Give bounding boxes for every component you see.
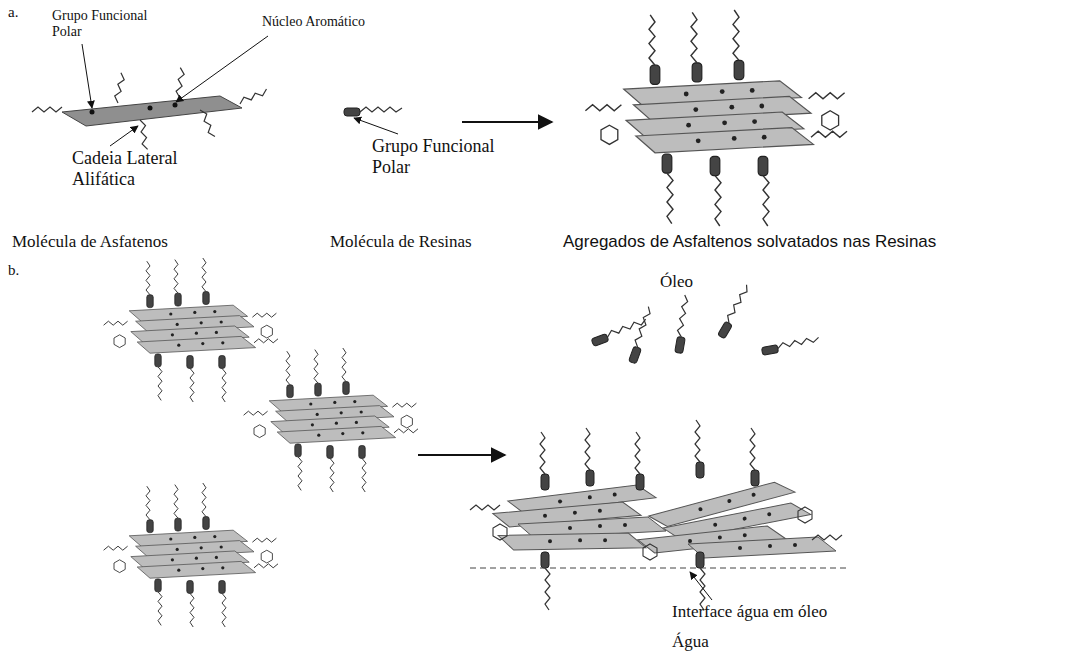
drawing-part xyxy=(148,106,153,111)
resin-molecule xyxy=(344,107,402,116)
drawing-part xyxy=(674,295,693,354)
drawing-part xyxy=(812,535,842,540)
drawing-part xyxy=(113,73,126,103)
drawing-part xyxy=(750,428,759,486)
drawing-part xyxy=(695,420,704,478)
region-label: Água xyxy=(672,632,772,652)
caption-label: Molécula de Resinas xyxy=(330,232,550,252)
interface-line xyxy=(470,568,850,569)
drawing-part xyxy=(798,507,812,523)
arrow xyxy=(462,121,552,123)
drawing-part xyxy=(498,528,647,554)
drawing-part xyxy=(591,318,649,346)
arrow xyxy=(418,454,505,456)
leader-line xyxy=(690,572,712,600)
leader-line xyxy=(176,36,268,102)
drawing-part xyxy=(175,68,185,98)
drawing-part xyxy=(688,537,836,558)
drawing-part xyxy=(62,96,242,126)
drawing-part xyxy=(717,284,754,339)
aggregate xyxy=(104,483,278,627)
drawing-part xyxy=(493,524,507,540)
callout-label: Cadeia Lateral Alifática xyxy=(72,148,222,189)
aggregate xyxy=(104,258,278,402)
aggregate xyxy=(244,348,418,492)
leader-line xyxy=(82,44,92,108)
callout-label: Grupo Funcional Polar xyxy=(52,8,162,40)
leader-line xyxy=(354,118,398,134)
drawing-part xyxy=(585,428,594,486)
callout-label: Núcleo Aromático xyxy=(262,14,442,30)
drawing-part xyxy=(173,103,178,108)
callout-label: Interface água em óleo xyxy=(672,602,932,622)
interface-film xyxy=(470,420,842,610)
drawing-part xyxy=(32,107,62,112)
drawing-part xyxy=(628,306,656,364)
drawing-part xyxy=(540,432,549,490)
callout-label: Grupo Funcional Polar xyxy=(372,136,512,177)
drawing-part xyxy=(761,336,820,355)
free-resins xyxy=(591,284,820,364)
drawing-part xyxy=(90,110,95,115)
drawing-part xyxy=(643,544,657,560)
part-letter: b. xyxy=(8,262,48,279)
caption-label: Agregados de Asfaltenos solvatados nas R… xyxy=(563,232,1078,252)
drawing-part xyxy=(200,108,215,138)
region-label: Óleo xyxy=(660,272,740,292)
leader-line xyxy=(110,126,138,146)
drawing-part xyxy=(635,432,644,490)
asphaltene-molecule xyxy=(32,68,268,150)
drawing-part xyxy=(140,120,148,150)
drawing-part xyxy=(238,89,268,104)
drawing-part xyxy=(541,552,550,610)
drawing-part xyxy=(470,505,500,510)
part-letter: a. xyxy=(8,4,48,21)
caption-label: Molécula de Asfatenos xyxy=(12,232,272,252)
aggregate xyxy=(585,10,847,226)
